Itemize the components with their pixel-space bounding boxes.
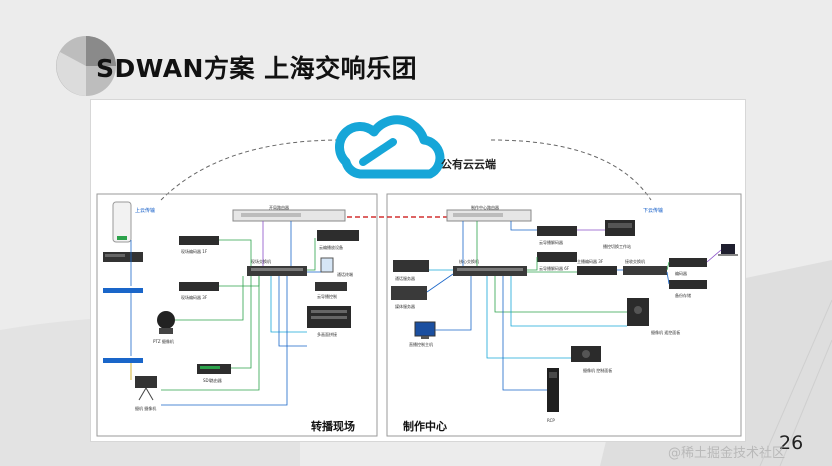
cloud-icon	[335, 115, 445, 179]
pc-label: 直播控制主机	[409, 341, 433, 347]
enc-out-box	[577, 266, 617, 275]
camera-label: 摄机 摄像机	[135, 405, 156, 411]
downlink-label: 下云传输	[643, 207, 663, 214]
downlink-arc	[490, 139, 652, 201]
rcp-unit	[547, 368, 559, 412]
server-label: 媒体服务器	[395, 303, 415, 309]
right-links	[426, 221, 722, 391]
storage-box	[669, 280, 707, 289]
right-encoder-box	[669, 258, 707, 267]
controller-1-label: 摄像机 遥控面板	[651, 329, 680, 335]
cloud-label: 公有云云端	[441, 157, 496, 171]
frame-mux-label: 多画面拼接	[317, 331, 337, 337]
left-encoder-3f	[179, 282, 219, 291]
encoder-3f-label: 现场编码器 3F	[181, 294, 208, 300]
zone-left-label: 转播现场	[311, 419, 355, 433]
ptz-label: PTZ 摄像机	[153, 338, 174, 344]
monitor-phone	[320, 257, 334, 273]
frame-mux-rack	[307, 306, 351, 328]
uplink-label: 上云传输	[135, 207, 155, 214]
control-pc	[414, 321, 436, 339]
controller-1	[627, 298, 649, 326]
playback-console	[605, 220, 635, 236]
controller-2-label: 摄像机 控制面板	[583, 367, 612, 373]
right-router-label: 制作中心路由器	[471, 204, 499, 210]
diagram-panel: 公有云云端 转播现场 制作中心 上云传输 下云传输 PTZ 摄像机	[90, 99, 746, 442]
left-rack-unit	[103, 252, 143, 262]
left-encoder-1f	[179, 236, 219, 245]
monitor-box-label: 通话服务器	[395, 275, 415, 281]
rcp-label: RCP	[547, 418, 555, 423]
zone-left-box	[96, 193, 378, 437]
enc-right-label: 编码器	[675, 270, 687, 276]
left-router-label: 开局路由器	[269, 204, 289, 210]
cloud-decoder-label: 云导播解码器	[539, 239, 563, 245]
zone-right-label: 制作中心	[403, 419, 447, 433]
sdi-router-box	[197, 364, 231, 374]
watermark-text: @稀土掘金技术社区	[668, 446, 786, 461]
sw2-label: 接收交换机	[625, 258, 645, 264]
page-number: 26	[779, 432, 804, 454]
left-tower-server	[112, 201, 132, 243]
laptop-icon	[718, 244, 738, 256]
encoder-1f-label: 现场编码器 1F	[181, 248, 208, 254]
left-links	[130, 221, 321, 406]
decoder-6f-label: 云导播解码器 6F	[539, 265, 570, 271]
cloud-decoder-box	[537, 226, 577, 236]
right-switch	[453, 266, 527, 276]
left-bar-2	[103, 358, 143, 363]
playback-label: 播控切换工作站	[603, 243, 631, 249]
monitor-label: 通话终端	[337, 271, 353, 277]
media-server	[391, 286, 427, 300]
cloud-encoder-label: 云编播放设备	[319, 244, 343, 250]
network-diagram: 公有云云端 转播现场 制作中心 上云传输 下云传输 PTZ 摄像机	[96, 115, 742, 437]
left-router	[232, 209, 346, 222]
zone-right-box	[386, 193, 742, 437]
right-switch-label: 核心交换机	[459, 258, 479, 264]
title-disc-decor	[56, 36, 116, 96]
ptz-camera-icon	[157, 311, 175, 334]
decoder-6f-box	[537, 252, 577, 262]
right-switch-2	[623, 266, 667, 275]
storage-label: 备份存储	[675, 292, 691, 298]
controller-2	[571, 346, 601, 362]
broadcast-camera-icon	[135, 376, 157, 401]
right-router	[446, 209, 532, 222]
enc-out-label: 主播编码器 3F	[577, 258, 604, 264]
sdi-router-label: SDI路由器	[203, 377, 222, 383]
left-bar-1	[103, 288, 143, 293]
cloud-encoder-box	[317, 230, 359, 241]
slide-title: SDWAN方案 上海交响乐团	[96, 54, 418, 83]
cloud-ctrl-label: 云导播控制	[317, 293, 337, 299]
switch-label: 现场交换机	[251, 258, 271, 264]
cloud-ctrl-panel	[315, 282, 347, 291]
monitor-box	[393, 260, 429, 272]
left-switch	[247, 266, 307, 276]
uplink-arc	[160, 139, 342, 201]
